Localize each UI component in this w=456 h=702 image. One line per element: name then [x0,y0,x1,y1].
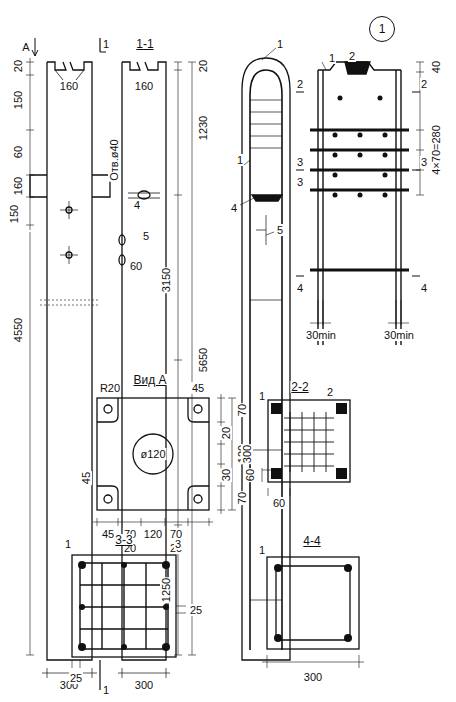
dimension-label: 3150 [160,267,172,293]
dimension-label: 25 [69,672,83,684]
dimension-label: 60 [272,497,286,509]
dimension-label: 3 [296,156,304,168]
callout-number: 1 [379,22,386,36]
dimension-label: 300 [241,444,253,464]
dimension-label: 1 [328,52,336,64]
dimension-label: 150 [12,90,24,110]
dimension-label: 3 [174,538,182,550]
section-title: 2-2 [290,381,309,393]
dimension-label: 1 [258,390,266,402]
dimension-label: 40 [430,60,442,74]
dimension-label: 1 [276,38,284,50]
dimension-label: 45 [101,528,115,540]
dimension-label: 45 [191,382,205,394]
dimension-label: 1 [258,544,266,556]
dimension-label: 3 [296,176,304,188]
dimension-label: 2 [296,78,304,90]
dimension-label: 150 [8,204,20,224]
dimension-label: А [21,41,30,53]
dimension-label: 30min [383,329,415,341]
dimension-label: 4 [296,282,304,294]
dimension-label: 30min [305,329,337,341]
dimension-label: 160 [59,80,79,92]
dimension-label: 20 [12,59,24,73]
dimension-label: R20 [99,382,121,394]
dimension-label: 25 [189,604,203,616]
dimension-label: 1 [102,38,110,50]
dimension-label: 20 [220,426,232,440]
dimension-label: 1 [64,538,72,550]
dimension-label: 60 [244,468,256,482]
dimension-label: 1230 [197,115,209,141]
dimension-label: 4 [420,282,428,294]
dimension-label: 20 [197,59,209,73]
dimension-label: 300 [303,671,323,683]
dimension-label: 70 [236,491,248,505]
dimension-label: ø120 [139,448,166,460]
dimension-label: 45 [80,471,92,485]
dimension-label: 160 [134,80,154,92]
dimension-label: 5 [142,230,150,242]
dimension-label: 5 [276,224,284,236]
dimension-label: 1 [102,684,110,696]
dimension-label: Отв.ø40 [108,138,120,181]
section-title: 1-1 [135,38,154,50]
dimension-label: 30 [220,468,232,482]
dimension-label: 1250 [160,577,172,603]
section-title: 4-4 [302,535,321,547]
dimension-label: 120 [143,528,163,540]
dimension-label: 160 [12,176,24,196]
dimension-label: 3 [420,156,428,168]
dimension-label: 2 [420,78,428,90]
dimension-label: 2 [326,386,334,398]
dimension-label: 4550 [12,317,24,343]
detail-callout-circle: 1 [369,16,395,42]
dimension-label: 70 [236,403,248,417]
dimension-label: 60 [129,260,143,272]
section-title: Вид А [132,374,167,386]
dimension-label: 4×70=280 [430,124,442,176]
dimension-label: 5650 [197,347,209,373]
dimension-label: 4 [230,202,238,214]
dimension-label: 2 [348,50,356,62]
section-title: 3-3 [114,534,133,546]
dimension-label: 60 [12,145,24,159]
dimension-label: 1 [236,154,244,166]
dimension-label: 300 [134,679,154,691]
dimension-label: 4 [133,199,141,211]
